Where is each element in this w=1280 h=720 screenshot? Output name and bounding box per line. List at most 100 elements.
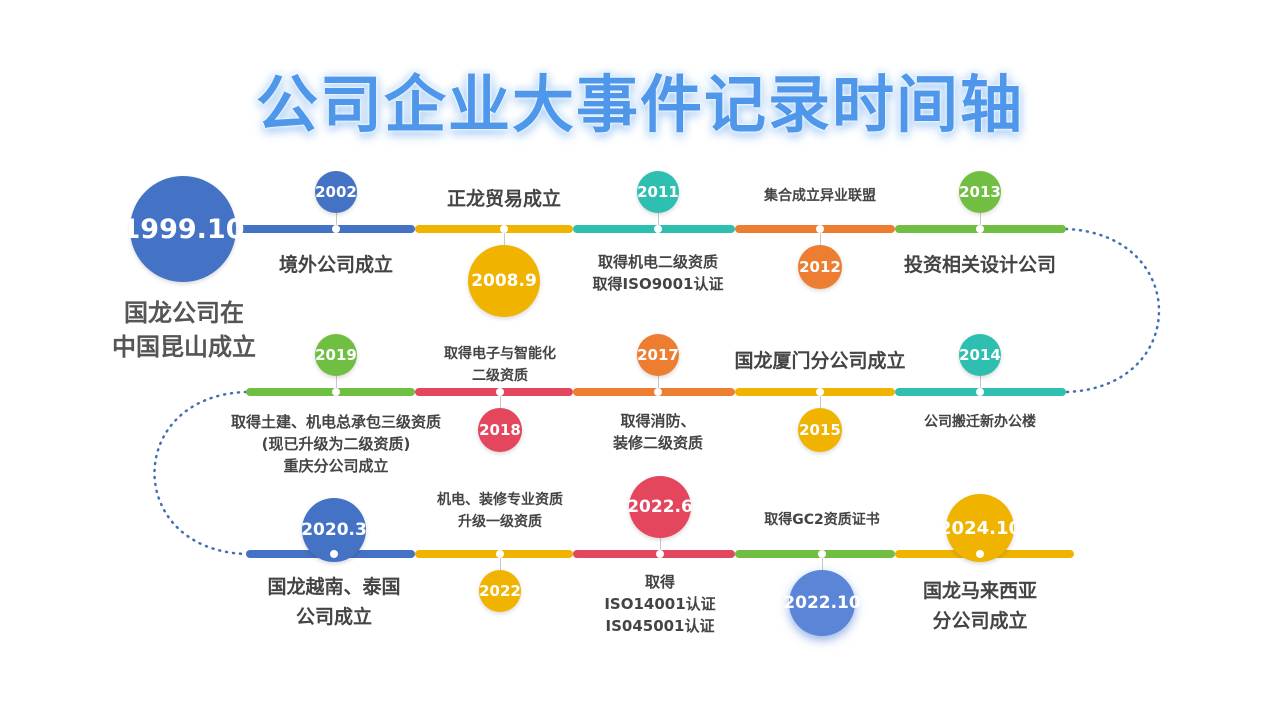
- timeline-stem: [820, 392, 821, 408]
- timeline-node: [656, 550, 664, 558]
- event-line: 集合成立异业联盟: [764, 188, 876, 204]
- event-line: 取得机电二级资质: [597, 253, 719, 271]
- event-label: 国龙越南、泰国公司成立: [267, 572, 400, 632]
- year-circle: 2012: [798, 245, 842, 289]
- event-line: 重庆分公司成立: [283, 457, 389, 475]
- timeline-stem: [504, 229, 505, 245]
- timeline-stem: [660, 538, 661, 554]
- event-label: 取得机电二级资质取得ISO9001认证: [593, 251, 724, 295]
- timeline-segment: [238, 225, 415, 233]
- event-line: 取得土建、机电总承包三级资质: [230, 413, 442, 431]
- timeline-node: [496, 388, 504, 396]
- event-line: 境外公司成立: [278, 254, 394, 276]
- year-circle: 2019: [315, 334, 357, 376]
- timeline-node: [654, 225, 662, 233]
- event-label: 国龙马来西亚分公司成立: [923, 576, 1037, 636]
- event-line: (现已升级为二级资质): [261, 435, 411, 453]
- year-circle: 2015: [798, 408, 842, 452]
- year-circle: 2022: [479, 570, 521, 612]
- timeline-node: [816, 388, 824, 396]
- connector-right: [1064, 227, 1161, 394]
- timeline-stem: [658, 213, 659, 229]
- timeline-segment: [246, 388, 415, 396]
- event-line: 升级一级资质: [458, 514, 542, 530]
- start-event-line: 中国昆山成立: [112, 333, 256, 361]
- timeline-stem: [658, 376, 659, 392]
- timeline-node: [976, 225, 984, 233]
- timeline-stem: [980, 376, 981, 392]
- event-label: 取得土建、机电总承包三级资质 (现已升级为二级资质) 重庆分公司成立: [231, 411, 441, 477]
- event-line: 装修二级资质: [612, 434, 704, 452]
- timeline-stem: [500, 392, 501, 408]
- year-circle: 2018: [478, 408, 522, 452]
- year-circle: 2011: [637, 171, 679, 213]
- start-event-label: 国龙公司在中国昆山成立: [112, 296, 256, 364]
- timeline-stem: [820, 229, 821, 245]
- timeline-stem: [500, 554, 501, 570]
- event-line: 二级资质: [472, 368, 528, 384]
- event-line: 取得ISO9001认证: [592, 275, 724, 293]
- year-circle: 2020.3: [301, 498, 367, 562]
- event-label: 投资相关设计公司: [904, 250, 1056, 280]
- timeline-stem: [980, 213, 981, 229]
- event-line: 国龙越南、泰国: [267, 576, 401, 598]
- event-line: 投资相关设计公司: [903, 254, 1057, 276]
- event-line: ISO14001认证: [604, 595, 716, 613]
- start-event-line: 国龙公司在: [124, 299, 244, 327]
- year-circle: 2017: [637, 334, 679, 376]
- event-line: 国龙马来西亚: [922, 580, 1038, 602]
- timeline-segment: [735, 225, 895, 233]
- timeline-segment: [735, 388, 895, 396]
- event-label: 取得电子与智能化二级资质: [444, 343, 556, 387]
- timeline-stem: [822, 554, 823, 570]
- event-line: 取得: [644, 573, 676, 591]
- timeline-node: [500, 225, 508, 233]
- timeline-node: [332, 388, 340, 396]
- start-year-circle: 1999.10: [122, 176, 245, 282]
- event-label: 取得消防、装修二级资质: [613, 410, 703, 454]
- timeline-stem: [336, 376, 337, 392]
- event-line: 取得GC2资质证书: [764, 512, 880, 528]
- year-circle: 2022.6: [627, 476, 693, 538]
- year-circle: 2013: [959, 171, 1001, 213]
- event-label: 取得 ISO14001认证 IS045001认证: [604, 571, 715, 637]
- timeline-node: [330, 550, 338, 558]
- timeline-node: [976, 550, 984, 558]
- event-line: 国龙厦门分公司成立: [734, 350, 906, 372]
- timeline-segment: [415, 550, 573, 558]
- timeline-node: [818, 550, 826, 558]
- connector-left: [153, 390, 248, 556]
- timeline-node: [654, 388, 662, 396]
- year-circle: 2008.9: [468, 245, 540, 317]
- event-line: 公司成立: [295, 606, 373, 628]
- event-line: IS045001认证: [605, 617, 715, 635]
- event-label: 境外公司成立: [279, 250, 393, 280]
- timeline-node: [816, 225, 824, 233]
- timeline-stem: [336, 213, 337, 229]
- event-line: 机电、装修专业资质: [437, 492, 563, 508]
- event-line: 正龙贸易成立: [446, 188, 562, 210]
- timeline-node: [496, 550, 504, 558]
- event-label: 公司搬迁新办公楼: [924, 411, 1036, 433]
- event-label: 取得GC2资质证书: [764, 509, 880, 531]
- timeline-segment: [573, 550, 735, 558]
- event-label: 集合成立异业联盟: [764, 185, 876, 207]
- event-line: 分公司成立: [932, 610, 1028, 632]
- event-label: 正龙贸易成立: [447, 184, 561, 214]
- timeline-node: [976, 388, 984, 396]
- timeline-segment: [735, 550, 895, 558]
- year-circle: 2014: [959, 334, 1001, 376]
- year-circle: 2002: [315, 171, 357, 213]
- event-line: 取得消防、: [620, 412, 696, 430]
- event-line: 取得电子与智能化: [444, 346, 556, 362]
- timeline-segment: [415, 225, 573, 233]
- event-label: 国龙厦门分公司成立: [734, 346, 905, 376]
- page-title: 公司企业大事件记录时间轴: [255, 68, 1024, 141]
- event-line: 公司搬迁新办公楼: [924, 414, 1036, 430]
- year-circle: 2022.10: [783, 570, 861, 636]
- timeline-segment: [415, 388, 573, 396]
- timeline-node: [332, 225, 340, 233]
- event-label: 机电、装修专业资质升级一级资质: [437, 489, 563, 533]
